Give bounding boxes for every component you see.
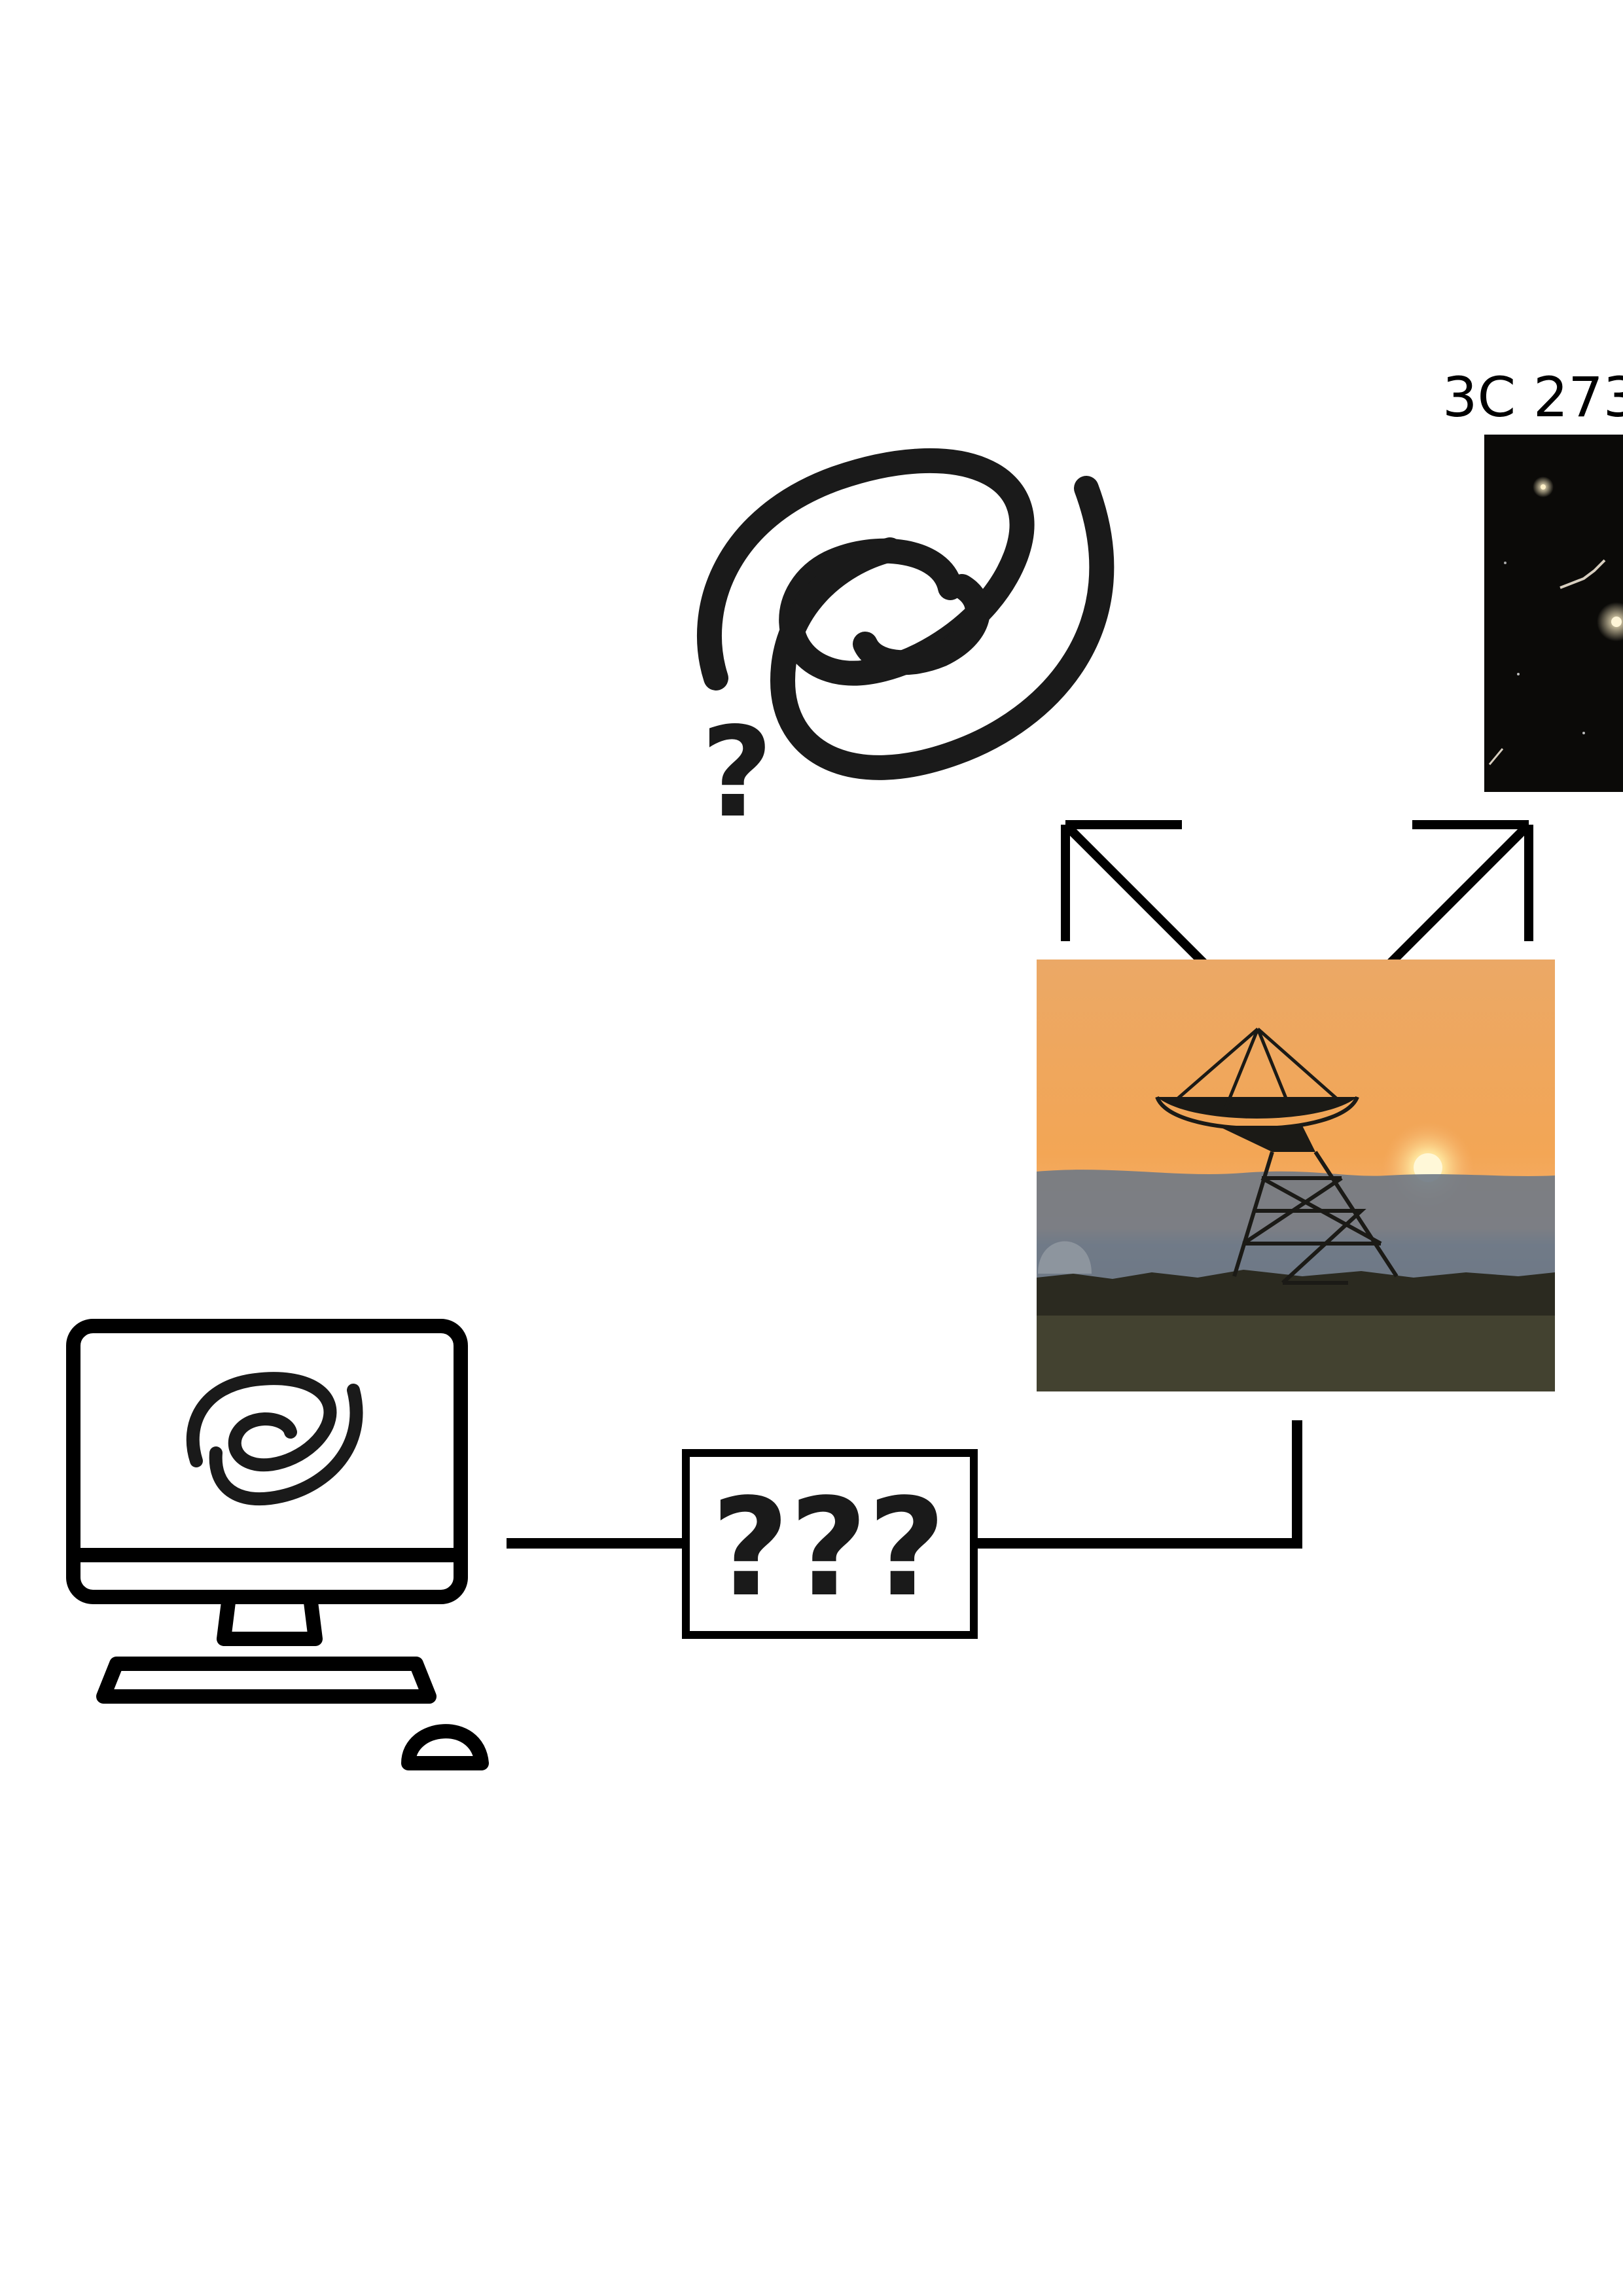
keyboard-icon [96, 1657, 437, 1704]
spiral-galaxy-icon [696, 448, 1115, 780]
process-box: ??? [682, 1449, 978, 1639]
mouse-icon [401, 1724, 489, 1770]
quasar-photo [1484, 435, 1623, 792]
galaxy-question-mark: ? [701, 700, 773, 845]
radio-telescope-photo [1037, 960, 1555, 1391]
desktop-computer-icon [66, 1319, 468, 1646]
connector-line [507, 1420, 1302, 1549]
process-box-label: ??? [711, 1469, 946, 1626]
quasar-label: 3C 273 [1442, 365, 1623, 429]
screen-galaxy-icon [186, 1372, 363, 1506]
